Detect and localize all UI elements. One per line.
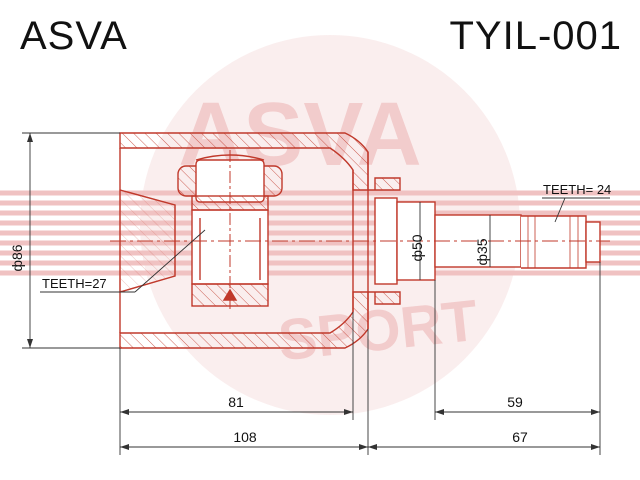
part-number: TYIL-001 xyxy=(449,14,622,58)
dimension-arrows xyxy=(27,133,600,450)
dim-flange-diameter: ф50 xyxy=(409,234,425,261)
dim-67: 67 xyxy=(512,429,528,445)
dimension-lines xyxy=(22,132,610,455)
dim-81: 81 xyxy=(228,394,244,410)
brand-title: ASVA xyxy=(20,14,128,58)
inner-teeth-label: TEETH=27 xyxy=(42,276,107,291)
dim-59: 59 xyxy=(507,394,523,410)
outer-teeth-label: TEETH= 24 xyxy=(543,182,611,197)
dim-108: 108 xyxy=(233,429,257,445)
dim-shaft-diameter: ф35 xyxy=(474,238,490,265)
dim-outer-diameter: ф86 xyxy=(9,244,25,271)
